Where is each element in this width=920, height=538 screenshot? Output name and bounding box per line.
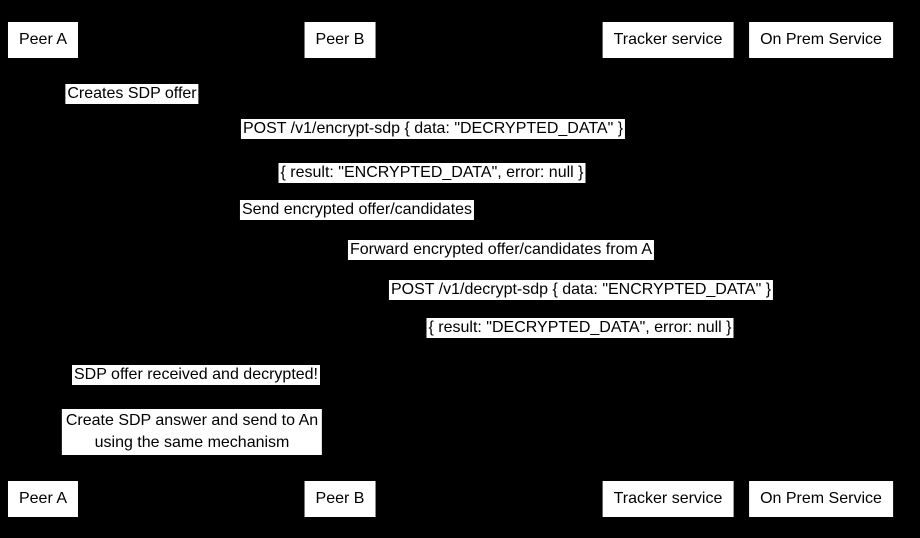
arrow-sdp-offer-received <box>43 388 340 389</box>
message-forward-encrypted-offer: Forward encrypted offer/candidates from … <box>347 240 655 260</box>
message-post-decrypt-sdp: POST /v1/decrypt-sdp { data: "ENCRYPTED_… <box>388 280 774 300</box>
participant-tracker-bottom: Tracker service <box>602 481 734 517</box>
participant-peer-b-top: Peer B <box>304 22 376 58</box>
arrow-post-decrypt-sdp <box>340 302 821 303</box>
arrow-encrypt-result <box>43 186 821 187</box>
message-sdp-offer-received: SDP offer received and decrypted! <box>72 365 320 385</box>
message-post-encrypt-sdp: POST /v1/encrypt-sdp { data: "DECRYPTED_… <box>240 119 626 139</box>
participant-tracker-top: Tracker service <box>602 22 734 58</box>
message-send-encrypted-offer: Send encrypted offer/candidates <box>239 200 475 220</box>
arrow-forward-encrypted-offer <box>340 262 668 263</box>
message-decrypt-result: { result: "DECRYPTED_DATA", error: null … <box>426 318 734 338</box>
participant-onprem-bottom: On Prem Service <box>749 481 893 517</box>
lifeline-onprem <box>821 58 822 481</box>
arrow-post-encrypt-sdp <box>43 142 821 143</box>
participant-peer-a-bottom: Peer A <box>7 481 79 517</box>
message-encrypt-result: { result: "ENCRYPTED_DATA", error: null … <box>278 163 586 183</box>
participant-peer-b-bottom: Peer B <box>304 481 376 517</box>
lifeline-tracker <box>668 58 669 481</box>
participant-onprem-top: On Prem Service <box>749 22 893 58</box>
arrow-decrypt-result <box>340 342 821 343</box>
arrow-send-encrypted-offer <box>43 222 668 223</box>
lifeline-peer-b <box>340 58 341 481</box>
note-creates-sdp-offer: Creates SDP offer <box>65 84 199 104</box>
lifeline-peer-a <box>43 58 44 481</box>
participant-peer-a-top: Peer A <box>7 22 79 58</box>
note-create-sdp-answer: Create SDP answer and send to An using t… <box>61 409 323 455</box>
